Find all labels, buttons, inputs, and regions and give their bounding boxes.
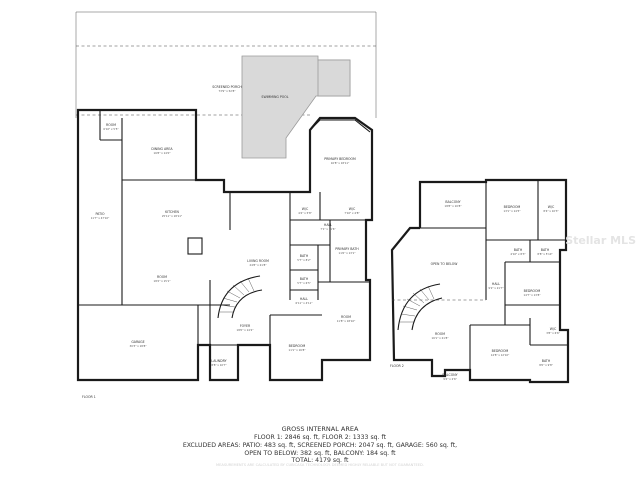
room-family-dims: 18'2" x 15'1"	[154, 279, 171, 283]
bath-3-label: BATH	[514, 248, 523, 252]
kitchen-island	[187, 237, 203, 255]
hall-3-dims: 9'2" x 21'7"	[488, 286, 503, 290]
staircase-floor-2	[397, 283, 443, 331]
bath-1-dims: 5'7" x 8'2"	[297, 258, 311, 262]
wic-2-dims: 7'10" x 4'8"	[344, 211, 359, 215]
primary-bath-dims: 11'6" x 13'1"	[339, 251, 356, 255]
exterior-wall-floor-2	[390, 178, 570, 384]
balcony-top-label: BALCONY	[445, 200, 460, 204]
floor-1-label: FLOOR 1	[82, 395, 96, 399]
exterior-wall-main	[76, 108, 374, 382]
kitchen-dims: 25'11" x 18'11"	[162, 214, 182, 218]
wic-3-label: W/C	[548, 205, 555, 209]
summary-title: GROSS INTERNAL AREA	[281, 425, 359, 433]
foyer-dims: 18'0" x 14'2"	[237, 328, 254, 332]
bedroom-4-label: BEDROOM	[492, 349, 509, 353]
swimming-pool-label: SWIMMING POOL	[261, 95, 288, 99]
summary-excluded-areas: EXCLUDED AREAS: PATIO: 483 sq. ft, SCREE…	[182, 442, 458, 449]
garage-label: GARAGE	[131, 340, 144, 344]
floor-1-plan: FLOOR 1	[75, 11, 377, 399]
room-labels: SCREENED PORCH 73'9" x 52'8" SWIMMING PO…	[91, 85, 560, 381]
dining-area-label: DINING AREA	[151, 147, 173, 151]
room-small-label: ROOM	[106, 123, 116, 127]
screened-porch-label: SCREENED PORCH	[212, 85, 242, 89]
summary-total: TOTAL: 4179 sq. ft	[291, 457, 349, 464]
patio-dims: 11'7" x 47'10"	[91, 216, 110, 220]
bedroom-2-dims: 13'1" x 14'5"	[504, 209, 521, 213]
measurement-disclaimer: MEASUREMENTS ARE CALCULATED BY CUBICASA …	[216, 463, 424, 467]
balcony-top-dims: 18'8" x 10'8"	[445, 204, 462, 208]
bedroom-1-label: BEDROOM	[289, 344, 306, 348]
bath-5-label: BATH	[542, 359, 551, 363]
living-room-label: LIVING ROOM	[247, 259, 269, 263]
bedroom-4-dims: 14'8" x 12'10"	[491, 353, 510, 357]
bath-4-dims: 8'8" x 5'10"	[537, 252, 552, 256]
bedroom-3-label: BEDROOM	[524, 289, 541, 293]
wic-2-label: W/C	[349, 207, 356, 211]
screened-porch-outline	[75, 11, 377, 118]
summary-floor-areas: FLOOR 1: 2846 sq. ft, FLOOR 2: 1333 sq. …	[253, 434, 387, 441]
bedroom-3-dims: 14'7" x 13'8"	[524, 293, 541, 297]
watermark: Stellar MLS	[565, 234, 636, 247]
primary-bedroom-bay	[309, 119, 371, 192]
bath-2-label: BATH	[300, 277, 309, 281]
garage-dims: 30'3" x 18'8"	[130, 344, 147, 348]
wic-3-dims: 8'4" x 10'3"	[543, 209, 558, 213]
wic-4-dims: 3'8" x 6'6"	[546, 331, 560, 335]
dining-area-dims: 16'8" x 14'0"	[154, 151, 171, 155]
room-loft-label: ROOM	[435, 332, 445, 336]
pool-spa	[317, 59, 351, 97]
bedroom-2-label: BEDROOM	[504, 205, 521, 209]
room-office-dims: 11'8" x 18'10"	[337, 319, 356, 323]
primary-bath-label: PRIMARY BATH	[335, 247, 359, 251]
room-small-dims: 6'10" x 5'5"	[103, 127, 118, 131]
summary-open-balcony: OPEN TO BELOW: 382 sq. ft, BALCONY: 184 …	[244, 450, 396, 457]
floor-2-label: FLOOR 2	[390, 364, 404, 368]
wic-1-label: W/C	[302, 207, 309, 211]
living-room-dims: 24'8" x 21'8"	[250, 263, 267, 267]
laundry-label: LAUNDRY	[211, 359, 226, 363]
hall-3-label: HALL	[492, 282, 500, 286]
bath-2-dims: 5'7" x 6'5"	[297, 281, 311, 285]
hall-2-label: HALL	[300, 297, 308, 301]
room-office-label: ROOM	[341, 315, 351, 319]
bath-3-dims: 4'10" x 8'3"	[510, 252, 525, 256]
wic-4-label: W/C	[550, 327, 557, 331]
room-family-label: ROOM	[157, 275, 167, 279]
balcony-bottom-dims: 9'4" x 2'6"	[443, 377, 457, 381]
balcony-bottom-label: BALCONY	[442, 373, 457, 377]
open-to-below-label: OPEN TO BELOW	[431, 262, 459, 266]
kitchen-label: KITCHEN	[165, 210, 179, 214]
bath-1-label: BATH	[300, 254, 309, 258]
room-loft-dims: 16'1" x 21'8"	[432, 336, 449, 340]
foyer-label: FOYER	[240, 324, 251, 328]
laundry-dims: 8'8" x 10'7"	[211, 363, 226, 367]
bath-4-label: BATH	[541, 248, 550, 252]
hall-1-label: HALL	[324, 223, 332, 227]
hall-1-dims: 7'1" x 11'6"	[320, 227, 335, 231]
floor-2-plan: FLOOR 2	[390, 178, 570, 384]
staircase-floor-1	[217, 275, 263, 319]
patio-label: PATIO	[95, 212, 105, 216]
bedroom-1-dims: 11'1" x 16'8"	[289, 348, 306, 352]
hall-2-dims: 6'11" x 4'11"	[296, 301, 313, 305]
primary-bedroom-dims: 16'8" x 18'11"	[331, 161, 350, 165]
primary-bedroom-label: PRIMARY BEDROOM	[324, 157, 356, 161]
wic-1-dims: 4'4" x 5'8"	[298, 211, 312, 215]
screened-porch-dims: 73'9" x 52'8"	[219, 89, 236, 93]
bath-5-dims: 8'0" x 9'8"	[539, 363, 553, 367]
